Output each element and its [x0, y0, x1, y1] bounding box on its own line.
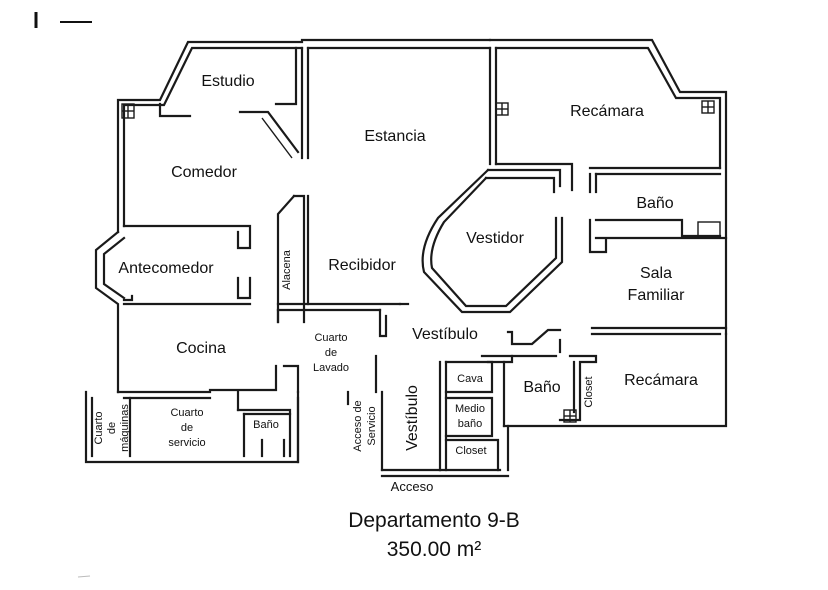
label-closet-h: Closet [455, 445, 486, 457]
label-estudio: Estudio [201, 73, 254, 90]
label-vestidor: Vestidor [466, 230, 524, 247]
label-medio-bano-1: Medio [455, 403, 485, 415]
label-sala-2: Familiar [628, 287, 686, 304]
label-estancia: Estancia [364, 128, 425, 145]
caption-area: 350.00 m² [387, 538, 482, 561]
label-recamara-bottom: Recámara [624, 372, 698, 389]
label-recibidor: Recibidor [328, 257, 396, 274]
label-cocina: Cocina [176, 340, 226, 357]
label-vestibulo-h: Vestíbulo [412, 326, 478, 343]
label-medio-bano-2: baño [458, 418, 482, 430]
windows [121, 100, 721, 423]
exterior-walls [84, 38, 728, 478]
label-maquinas-2: de [106, 422, 118, 434]
label-maquinas-1: Cuarto [93, 411, 105, 444]
label-recamara-top: Recámara [570, 103, 644, 120]
label-acceso: Acceso [391, 479, 434, 494]
label-servicio-3: servicio [168, 437, 205, 449]
label-antecomedor: Antecomedor [118, 260, 214, 277]
label-sala-1: Sala [640, 265, 672, 282]
label-servicio-2: de [181, 422, 193, 434]
interior-walls [116, 46, 728, 472]
label-bano-mid: Baño [523, 379, 560, 396]
room-labels: Estudio Estancia Comedor Recámara Baño V… [93, 73, 698, 494]
label-vestibulo-v: Vestíbulo [404, 385, 421, 451]
label-lavado-3: Lavado [313, 362, 349, 374]
label-acceso-servicio-2: Servicio [366, 406, 378, 445]
label-servicio-1: Cuarto [170, 407, 203, 419]
caption-title: Departamento 9-B [348, 509, 520, 532]
plan-caption: Departamento 9-B 350.00 m² [348, 509, 520, 561]
label-maquinas-3: máquinas [119, 404, 131, 452]
label-closet-v: Closet [583, 376, 595, 407]
label-bano-right: Baño [636, 195, 673, 212]
label-acceso-servicio-1: Acceso de [352, 400, 364, 451]
label-cava: Cava [457, 373, 484, 385]
scan-marks [34, 12, 92, 578]
label-comedor: Comedor [171, 164, 237, 181]
label-alacena: Alacena [281, 249, 293, 290]
label-lavado-1: Cuarto [314, 332, 347, 344]
label-bano-small: Baño [253, 419, 279, 431]
label-lavado-2: de [325, 347, 337, 359]
